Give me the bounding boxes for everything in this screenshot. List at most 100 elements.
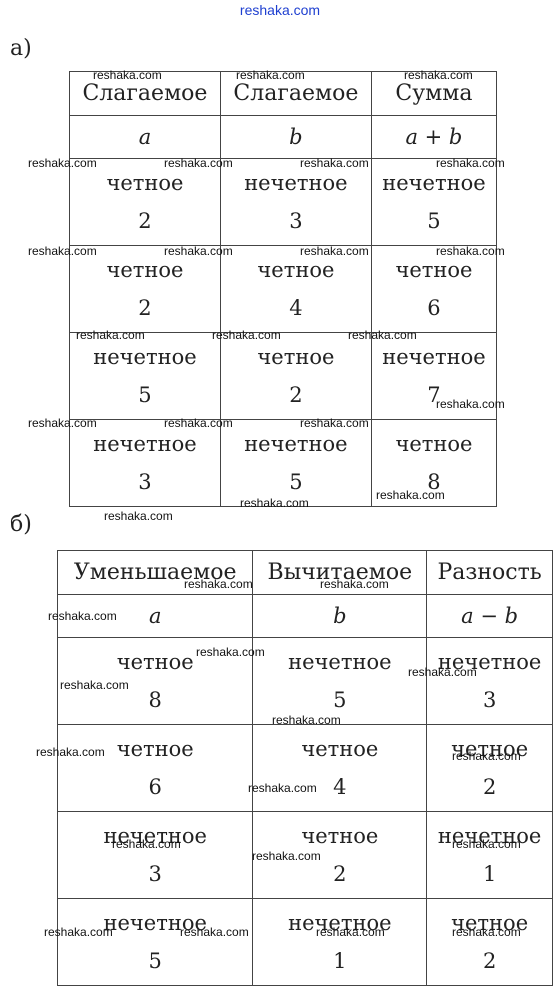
parity-label: четное xyxy=(106,258,184,282)
header-addend-1: Слагаемое xyxy=(69,71,221,116)
cell-number: 2 xyxy=(482,775,497,799)
parity-label: четное xyxy=(116,737,194,761)
cell-number: 1 xyxy=(482,862,497,886)
parity-label: четное xyxy=(116,650,194,674)
watermark: reshaka.com xyxy=(300,244,369,258)
watermark: reshaka.com xyxy=(408,665,477,679)
watermark: reshaka.com xyxy=(28,416,97,430)
watermark: reshaka.com xyxy=(300,156,369,170)
cell-number: 5 xyxy=(138,383,152,407)
table-cell: четное 6 xyxy=(56,724,254,812)
var-difference: a − b xyxy=(426,594,553,638)
watermark: reshaka.com xyxy=(436,244,505,258)
parity-label: нечетное xyxy=(244,432,348,456)
parity-label: четное xyxy=(301,737,379,761)
watermark: reshaka.com xyxy=(452,925,521,939)
table-cell: нечетное 3 xyxy=(56,811,254,899)
cell-number: 3 xyxy=(482,688,497,712)
parity-label: нечетное xyxy=(93,345,197,369)
parity-label: нечетное xyxy=(382,171,486,195)
watermark: reshaka.com xyxy=(376,488,445,502)
cell-number: 5 xyxy=(148,949,162,973)
table-cell: нечетное 5 xyxy=(56,898,254,986)
cell-number: 8 xyxy=(427,470,441,494)
cell-number: 3 xyxy=(148,862,162,886)
watermark: reshaka.com xyxy=(320,577,389,591)
cell-number: 2 xyxy=(333,862,347,886)
watermark: reshaka.com xyxy=(76,328,145,342)
cell-number: 7 xyxy=(427,383,441,407)
cell-number: 6 xyxy=(148,775,162,799)
cell-number: 5 xyxy=(333,688,347,712)
var-sum: a + b xyxy=(370,115,498,159)
watermark: reshaka.com xyxy=(196,645,265,659)
table-cell: нечетное 5 xyxy=(69,332,221,420)
watermark: reshaka.com xyxy=(104,509,173,523)
watermark: reshaka.com xyxy=(48,609,117,623)
table-cell: четное 4 xyxy=(252,724,428,812)
table-cell: четное 2 xyxy=(69,158,221,246)
watermark: reshaka.com xyxy=(348,328,417,342)
watermark: reshaka.com xyxy=(60,678,129,692)
cell-number: 5 xyxy=(289,470,303,494)
parity-label: нечетное xyxy=(288,911,392,935)
cell-number: 4 xyxy=(333,775,347,799)
watermark: reshaka.com xyxy=(93,68,162,82)
parity-label: нечетное xyxy=(382,345,486,369)
parity-label: четное xyxy=(395,258,473,282)
cell-number: 5 xyxy=(427,209,441,233)
parity-label: нечетное xyxy=(103,824,207,848)
part-b-label: б) xyxy=(10,512,32,537)
table-cell: нечетное 3 xyxy=(219,158,372,246)
parity-label: нечетное xyxy=(93,432,197,456)
table-row: четное 2 нечетное 3 нечетное 5 xyxy=(69,158,498,246)
watermark: reshaka.com xyxy=(404,68,473,82)
header-minuend: Уменьшаемое xyxy=(56,550,254,595)
cell-number: 6 xyxy=(427,296,441,320)
watermark: reshaka.com xyxy=(180,925,249,939)
site-header-link[interactable]: reshaka.com xyxy=(239,2,321,18)
watermark: reshaka.com xyxy=(316,925,385,939)
table-cell: четное 8 xyxy=(56,637,254,725)
parity-label: четное xyxy=(257,258,335,282)
watermark: reshaka.com xyxy=(452,749,521,763)
parity-label: четное xyxy=(395,432,473,456)
parity-label: четное xyxy=(106,171,184,195)
var-b: b xyxy=(252,594,428,638)
watermark: reshaka.com xyxy=(236,68,305,82)
var-a: a xyxy=(56,594,254,638)
watermark: reshaka.com xyxy=(164,244,233,258)
cell-number: 1 xyxy=(333,949,347,973)
cell-number: 4 xyxy=(289,296,303,320)
watermark: reshaka.com xyxy=(252,849,321,863)
parity-label: нечетное xyxy=(244,171,348,195)
table-cell: нечетное 5 xyxy=(370,158,498,246)
subtraction-table: Уменьшаемое Вычитаемое Разность a b a − … xyxy=(56,550,553,986)
watermark: reshaka.com xyxy=(248,781,317,795)
table-cell: нечетное 5 xyxy=(252,637,428,725)
parity-label: нечетное xyxy=(437,824,542,848)
cell-number: 2 xyxy=(482,949,497,973)
header-subtrahend: Вычитаемое xyxy=(252,550,428,595)
cell-number: 2 xyxy=(138,209,152,233)
parity-label: нечетное xyxy=(288,650,392,674)
table-cell: нечетное 5 xyxy=(219,419,372,507)
table-cell: четное 8 xyxy=(370,419,498,507)
table-cell: нечетное 1 xyxy=(252,898,428,986)
parity-label: нечетное xyxy=(103,911,207,935)
var-a: a xyxy=(69,115,221,159)
part-a-label: а) xyxy=(10,36,32,61)
cell-number: 8 xyxy=(148,688,162,712)
var-b: b xyxy=(219,115,372,159)
cell-number: 3 xyxy=(289,209,303,233)
watermark: reshaka.com xyxy=(164,416,233,430)
